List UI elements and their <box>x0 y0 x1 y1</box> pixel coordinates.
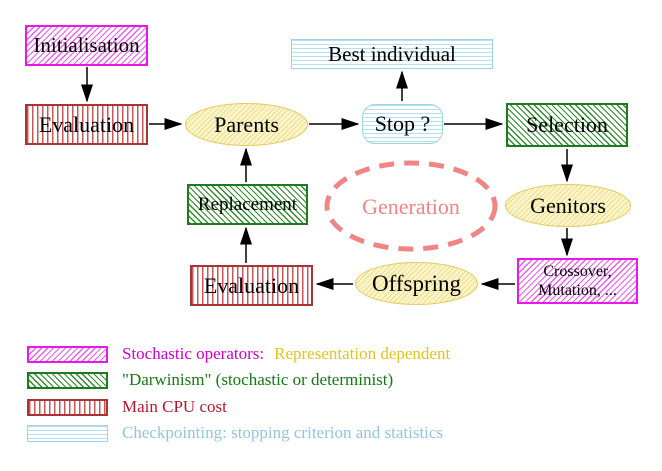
node-evaluation-top: Evaluation <box>25 104 148 145</box>
node-evaluation-bottom: Evaluation <box>190 265 313 306</box>
node-stop-test: Stop ? <box>362 104 443 144</box>
legend-swatch-checkpointing <box>27 424 108 442</box>
legend-label-cpu-cost: Main CPU cost <box>122 397 227 416</box>
generation-loop-label: Generation <box>362 193 460 219</box>
legend-label-darwinism: "Darwinism" (stochastic or determinist) <box>122 370 394 389</box>
legend-row-stochastic: Stochastic operators: Representation dep… <box>27 344 450 364</box>
node-best-individual: Best individual <box>291 39 493 69</box>
node-initialisation: Initialisation <box>25 25 148 66</box>
node-crossover-mutation: Crossover, Mutation, ... <box>517 258 638 304</box>
node-genitors: Genitors <box>505 184 631 227</box>
legend-swatch-darwinism <box>27 371 108 389</box>
legend-swatch-stochastic-operators <box>27 345 108 363</box>
legend-row-cpu-cost: Main CPU cost <box>27 397 227 417</box>
legend-row-darwinism: "Darwinism" (stochastic or determinist) <box>27 370 393 390</box>
node-parents: Parents <box>185 103 308 146</box>
crossover-line1: Crossover, <box>543 263 612 280</box>
node-replacement: Replacement <box>187 184 308 225</box>
node-selection: Selection <box>506 103 628 147</box>
legend-label-stochastic: Stochastic operators: <box>122 344 265 363</box>
crossover-line2: Mutation, ... <box>538 282 617 299</box>
legend-label-checkpointing: Checkpointing: stopping criterion and st… <box>122 423 444 442</box>
legend-row-checkpointing: Checkpointing: stopping criterion and st… <box>27 423 443 443</box>
legend-label-representation-dependent: Representation dependent <box>274 344 451 363</box>
node-offspring: Offspring <box>355 262 478 305</box>
legend-swatch-cpu-cost <box>27 398 108 416</box>
